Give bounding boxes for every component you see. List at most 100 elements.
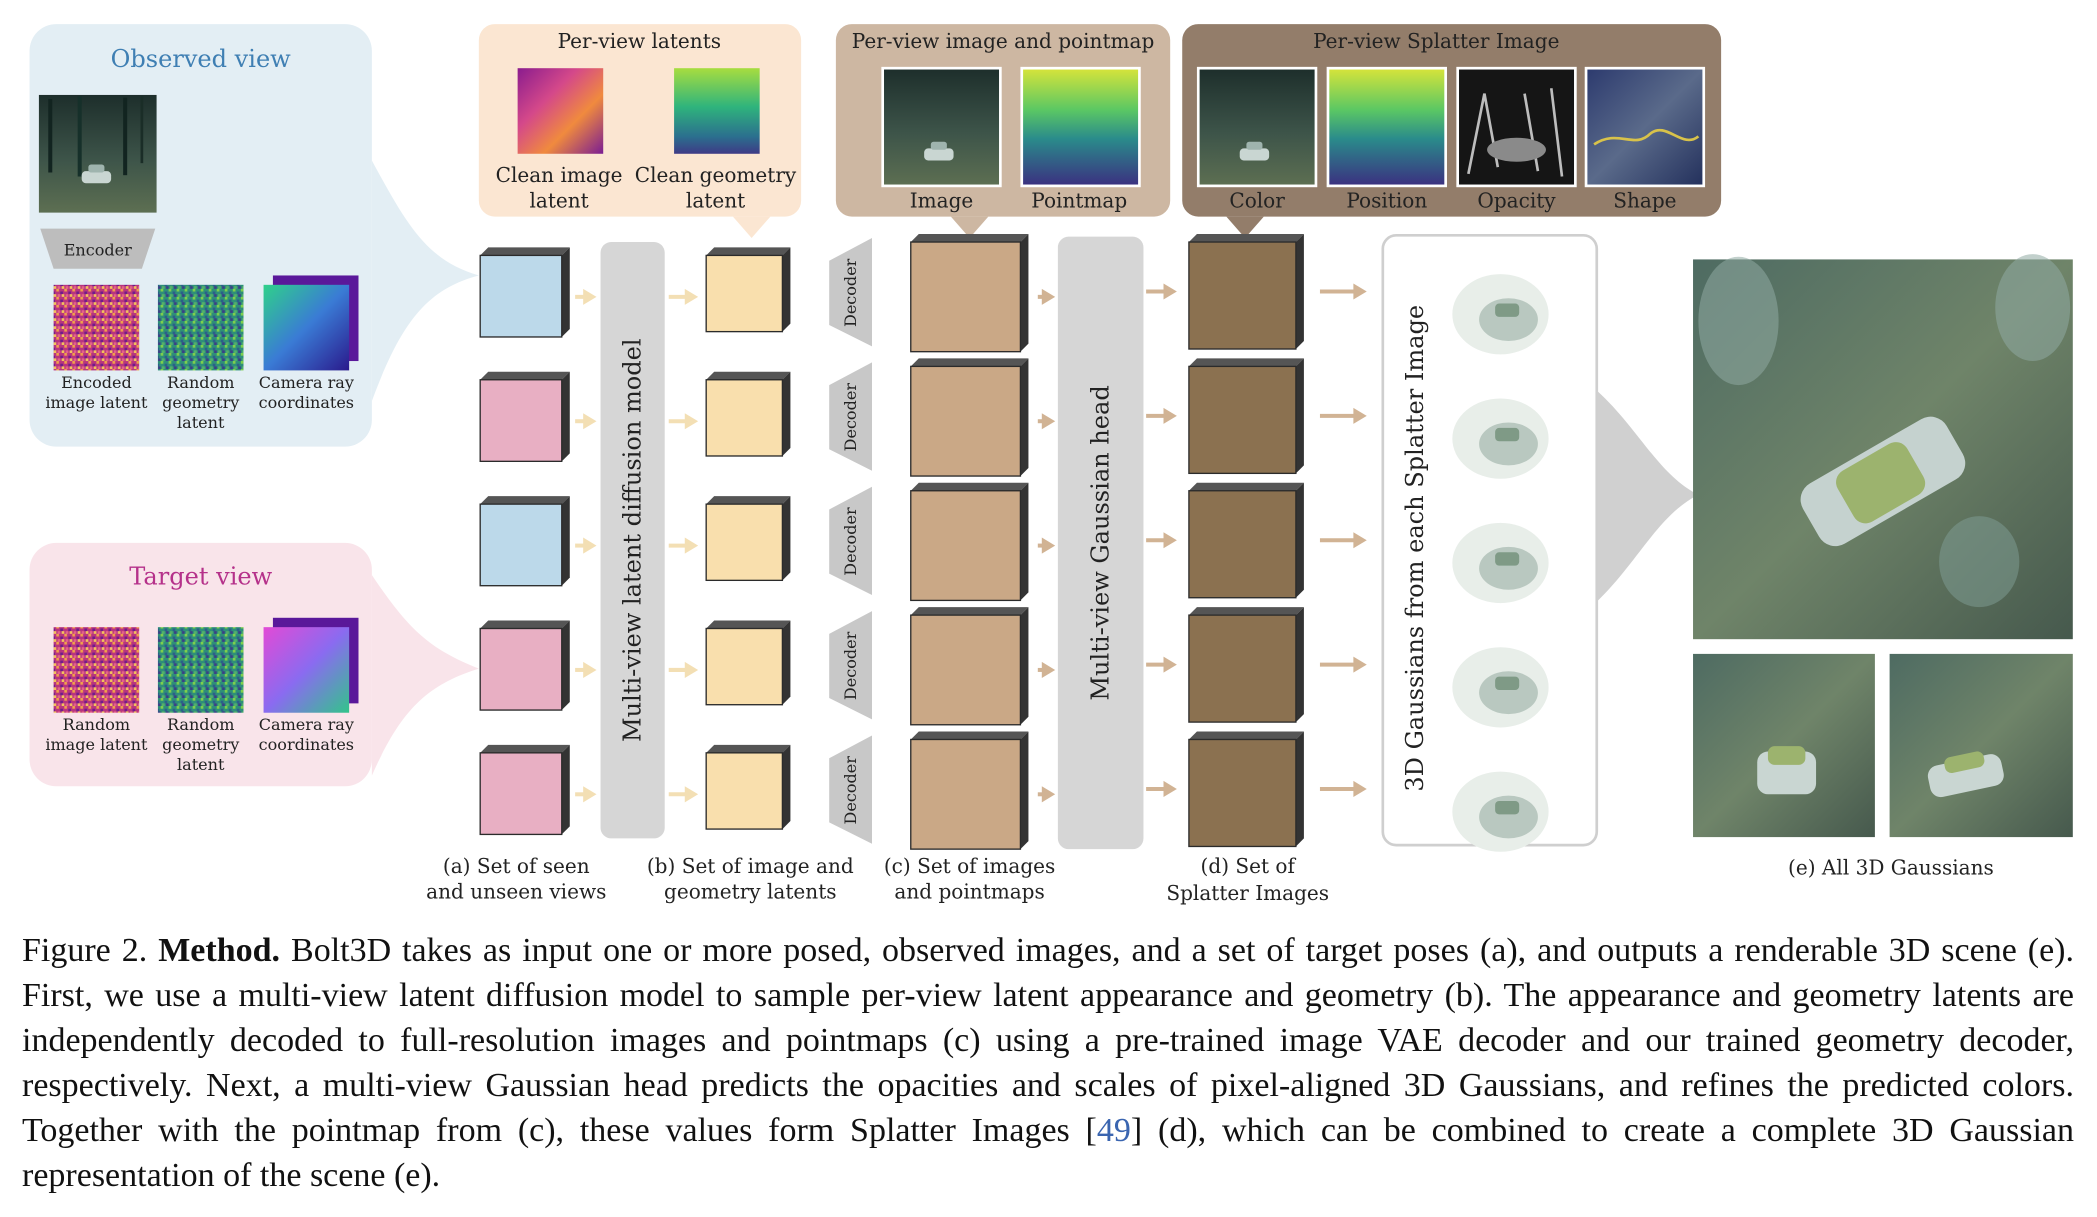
input-view-cube-5-face [479,752,563,836]
observed-view-title: Observed view [111,45,292,73]
latent-cube-3-face [705,503,784,582]
splatter-cube-1-top [1188,234,1304,243]
stage-c-label-2: and pointmaps [894,880,1044,904]
observed-input-label-1b: image latent [45,393,148,412]
decoder-block-5: Decoder [829,735,872,844]
random-geometry-latent [157,284,244,371]
diffusion-model-label: Multi-view latent diffusion model [619,338,647,742]
splatter-cube-5 [1188,731,1304,848]
latent-cube-4-face [705,627,784,706]
target-input-label-1a: Random [63,715,130,734]
splat-car-1 [1495,303,1520,317]
splat-car-5 [1495,800,1520,815]
input-view-cube-3 [479,496,570,587]
image-pointmap-cube-1-face [910,241,1022,353]
latent-cube-4-side [782,620,791,705]
splat-thumb-1 [1452,274,1549,355]
position-label: Position [1346,188,1427,212]
arrow-to-latent-1 [668,288,699,305]
stage-d-label-2: Splatter Images [1166,881,1329,905]
image-pointmap-cube-1-top [910,234,1029,243]
target-camera-ray-coordinates [263,627,350,713]
arrow-to-gaussians-5 [1319,780,1367,797]
splat-car-4 [1495,676,1520,690]
arrow-to-gaussian-head-2 [1037,413,1056,430]
arrow-to-splatter-3-head [1163,532,1177,549]
decoder-label-2: Decoder [841,383,860,452]
splatter-cube-1-face [1188,241,1297,350]
color-label: Color [1229,188,1285,212]
clean-geometry-latent-thumb [674,68,760,154]
decoder-shape-1 [829,238,872,347]
arrow-to-gaussian-head-1-head [1041,288,1056,305]
image-pointmap-cube-3-top [910,482,1029,491]
image-thumb [881,66,1002,188]
splat-thumb-3 [1452,522,1549,604]
arrow-to-latent-5 [668,786,699,803]
arrow-to-latent-3 [668,537,699,554]
image-pointmap-cube-5-top [910,731,1029,740]
image-pointmap-header-pointer [950,216,989,239]
decoder-block-1: Decoder [829,238,872,347]
stage-b-label-1: (b) Set of image and [647,854,854,878]
target-input-label-1b: image latent [45,735,148,754]
splat-core-2 [1479,422,1538,466]
input-view-cube-1 [479,247,570,338]
image-pointmap-cube-2 [910,358,1029,477]
input-view-cube-2-face [479,379,563,463]
view-row-3: Decoder [479,482,1367,602]
input-view-cube-3-top [480,496,570,505]
splat-core-3 [1479,546,1538,590]
per-view-splatter-title: Per-view Splatter Image [1313,29,1559,53]
latent-cube-2-side [782,371,791,456]
arrow-to-gaussian-head-3-head [1041,537,1056,554]
image-label: Image [910,188,974,212]
image-pointmap-cube-2-top [910,358,1029,367]
splatter-cube-4-side [1295,607,1304,723]
random-image-latent [53,627,140,713]
clean-image-latent-label-1: Clean image [496,163,623,187]
citation-link[interactable]: 49 [1096,1112,1131,1149]
image-pointmap-cube-5 [910,731,1029,850]
arrow-to-gaussians-1-head [1353,283,1367,300]
encoder-label: Encoder [64,240,132,259]
arrow-to-latent-4-head [684,661,699,678]
latent-cube-2-top [706,371,791,380]
gaussian-head-block: Multi-view Gaussian head [1057,236,1144,850]
arrow-to-splatter-1 [1146,283,1177,300]
splatter-cube-2 [1188,358,1304,475]
latent-cube-5-top [706,744,791,753]
target-input-label-2a: Random [167,715,234,734]
stage-a-label-1: (a) Set of seen [443,854,590,878]
arrow-to-latent-5-head [684,786,699,803]
view-row-4: Decoder [479,607,1367,726]
arrow-to-latent-1-head [684,288,699,305]
latent-cube-5-face [705,752,784,830]
observed-input-label-2b: geometry [162,393,240,412]
input-view-cube-1-face [479,254,563,338]
arrow-to-diffusion-3-head [583,537,597,554]
latent-cube-3-top [706,496,791,505]
splatter-cube-1-side [1295,234,1304,350]
latent-cube-5 [705,744,791,830]
view-row-2: Decoder [479,358,1367,477]
arrow-to-splatter-4 [1146,656,1177,673]
input-view-cube-5-top [480,744,570,753]
splatter-cube-3-face [1188,490,1297,599]
arrow-to-gaussian-head-4-head [1041,661,1056,678]
observed-input-label-2a: Random [167,373,234,392]
latent-cube-1-top [706,247,791,256]
decoder-shape-2 [829,362,872,471]
view-row-5: Decoder [479,731,1367,850]
latent-cube-1 [705,247,791,333]
caption-bold-title: Method. [158,932,281,969]
splat-car-3 [1495,552,1520,566]
splatter-cube-4-face [1188,614,1297,723]
per-view-splatter-header: Per-view Splatter Image Color Position O… [1182,24,1722,239]
arrow-to-latent-3-head [684,537,699,554]
input-view-cube-5 [479,744,570,836]
input-view-cube-2 [479,371,570,463]
stage-c-label-1: (c) Set of images [884,854,1055,878]
opacity-label: Opacity [1477,188,1556,212]
view-row-1: Decoder [479,234,1367,353]
